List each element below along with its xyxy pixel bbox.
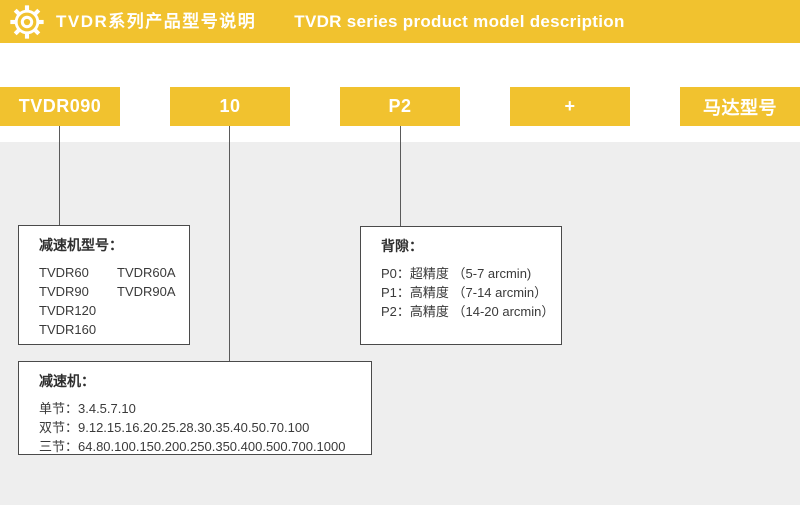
gearbox-model-item (117, 301, 179, 320)
callout-backlash-title: 背隙： (381, 238, 423, 254)
gearbox-model-item: TVDR60A (117, 265, 176, 280)
callout-gearbox-model: 减速机型号： TVDR60 TVDR60A TVDR90 TVDR90A TVD… (18, 225, 190, 345)
ratio-double-stage: 双节：9.12.15.16.20.25.28.30.35.40.50.70.10… (39, 420, 310, 435)
gearbox-model-item: TVDR90 (39, 284, 89, 299)
callout-ratio: 减速机： 单节：3.4.5.7.10 双节：9.12.15.16.20.25.2… (18, 361, 372, 455)
gearbox-model-item: TVDR160 (39, 322, 97, 337)
segment-motor-model: 马达型号 (680, 87, 800, 126)
header-bar: TVDR系列产品型号说明 TVDR series product model d… (0, 0, 800, 43)
page-title-en: TVDR series product model description (294, 12, 625, 31)
gearbox-model-item: TVDR60 (39, 265, 89, 280)
callout-gearbox-model-title: 减速机型号： (39, 237, 123, 253)
gearbox-model-item: TVDR90A (117, 284, 176, 299)
gearbox-model-list: TVDR60 TVDR60A TVDR90 TVDR90A TVDR120 TV… (39, 263, 179, 339)
backlash-grade-p2: P2：高精度 （14-20 arcmin） (381, 304, 555, 319)
gearbox-model-item (117, 320, 179, 339)
ratio-single-stage: 单节：3.4.5.7.10 (39, 401, 136, 416)
gearbox-model-item: TVDR120 (39, 303, 97, 318)
segment-ratio-code: 10 (170, 87, 290, 126)
connector-line-gearbox-model (59, 126, 60, 225)
segment-plus-sign: + (510, 87, 630, 126)
gear-icon (9, 4, 45, 40)
page-title-zh: TVDR系列产品型号说明 (56, 12, 257, 31)
connector-line-ratio (229, 126, 230, 361)
callout-ratio-title: 减速机： (39, 373, 95, 389)
backlash-grade-p0: P0：超精度 （5-7 arcmin) (381, 266, 532, 281)
segment-backlash-code: P2 (340, 87, 460, 126)
segment-gearbox-model-code: TVDR090 (0, 87, 120, 126)
callout-backlash: 背隙： P0：超精度 （5-7 arcmin) P1：高精度 （7-14 arc… (360, 226, 562, 345)
connector-line-backlash (400, 126, 401, 226)
backlash-grade-p1: P1：高精度 （7-14 arcmin） (381, 285, 548, 300)
ratio-triple-stage: 三节：64.80.100.150.200.250.350.400.500.700… (39, 439, 346, 454)
